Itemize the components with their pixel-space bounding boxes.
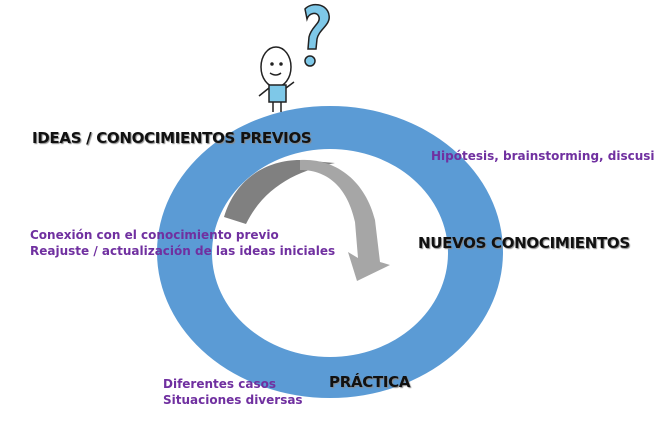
label-practica: PRÁCTICA xyxy=(329,373,411,391)
note-practica: Diferentes casos Situaciones diversas xyxy=(163,376,303,408)
curved-arrow-icon xyxy=(224,159,390,281)
cycle-ring xyxy=(156,105,504,399)
note-conexion: Conexión con el conocimiento previo Reaj… xyxy=(30,227,335,259)
note-hipotesis: Hipótesis, brainstorming, discusión xyxy=(431,149,655,163)
note-practica-line-1: Diferentes casos xyxy=(163,377,276,391)
label-ideas-previas: IDEAS / CONOCIMIENTOS PREVIOS xyxy=(32,129,312,147)
note-practica-line-2: Situaciones diversas xyxy=(163,393,303,407)
label-nuevos-conocimientos: NUEVOS CONOCIMIENTOS xyxy=(418,234,630,252)
note-conexion-line-2: Reajuste / actualización de las ideas in… xyxy=(30,244,336,258)
note-conexion-line-1: Conexión con el conocimiento previo xyxy=(30,228,279,242)
thinking-person-icon xyxy=(258,3,330,112)
